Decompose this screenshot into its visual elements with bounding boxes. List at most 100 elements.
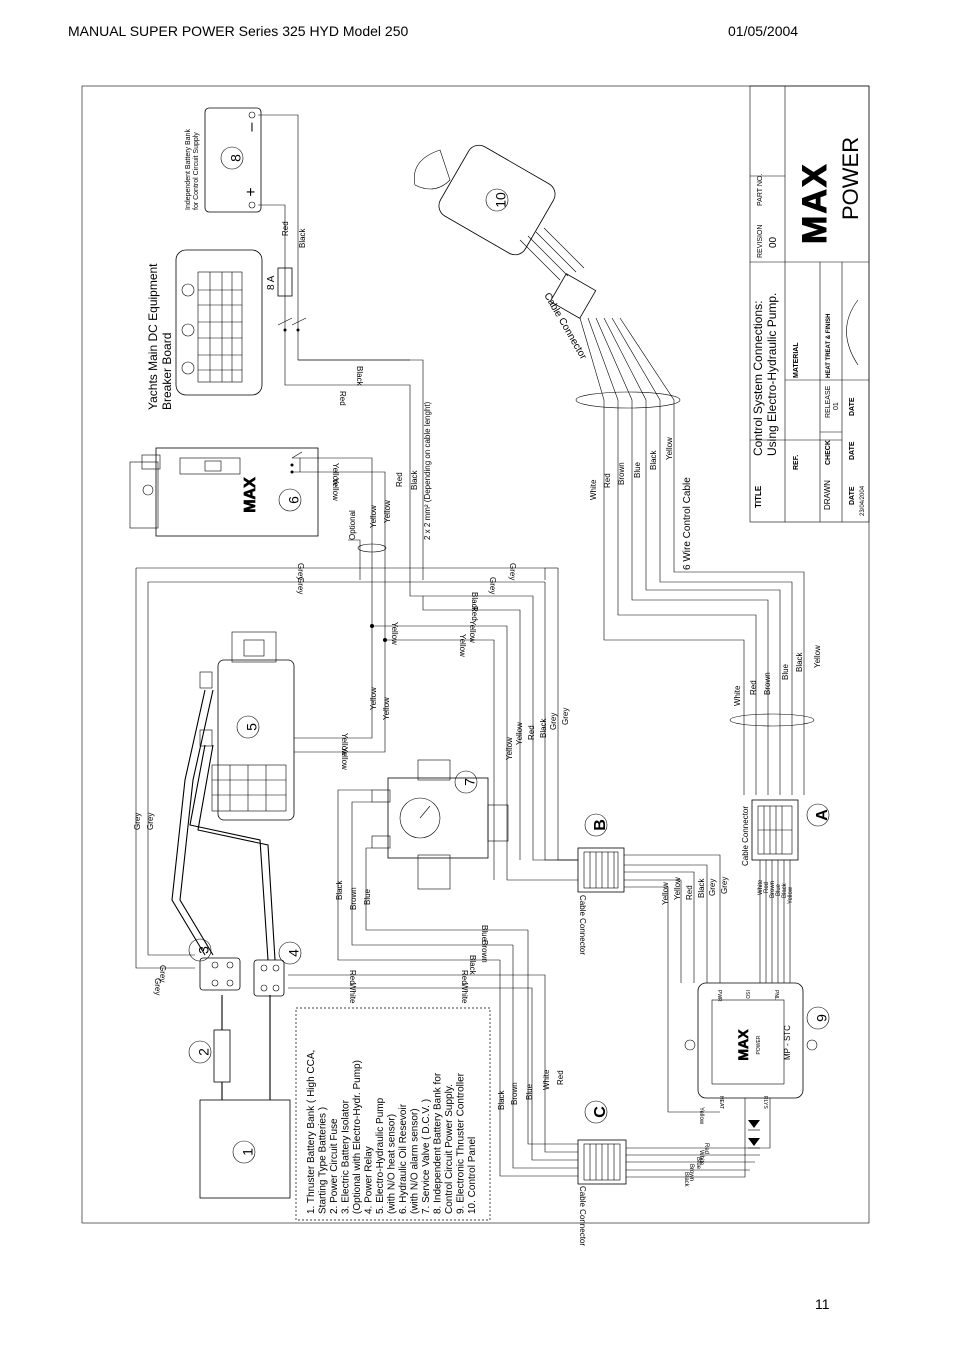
svg-text:Yellow: Yellow [331, 463, 340, 486]
part-no-label: PART NO. [757, 174, 764, 206]
svg-text:Grey: Grey [158, 965, 167, 982]
svg-text:Yellow: Yellow [698, 1107, 704, 1125]
breaker-board: Yachts Main DC Equipment Breaker Board [146, 249, 263, 410]
svg-text:Red: Red [395, 472, 404, 487]
date-label-1: DATE [849, 486, 856, 505]
fuse-8a: 8 A [266, 267, 293, 297]
drawing-frame [81, 85, 870, 1224]
date-label-3: DATE [849, 397, 856, 416]
svg-text:Yellow: Yellow [369, 505, 378, 528]
svg-text:Blue: Blue [776, 883, 782, 896]
svg-text:Grey: Grey [146, 813, 155, 830]
svg-text:Brown: Brown [480, 940, 489, 963]
battery-8: 8 + – Independent Battery Bank for Contr… [185, 107, 262, 213]
svg-text:White: White [542, 1069, 551, 1090]
legend-item: 1. Thruster Battery Bank ( High CCA, [306, 1050, 317, 1214]
svg-text:PNL: PNL [773, 990, 779, 1000]
revision-label: REVISION [757, 225, 764, 258]
svg-text:Red: Red [348, 970, 357, 985]
svg-text:9: 9 [814, 1014, 830, 1022]
svg-text:Breaker Board: Breaker Board [160, 333, 174, 410]
svg-text:2: 2 [196, 1048, 212, 1056]
svg-text:MAX: MAX [735, 1029, 751, 1061]
svg-text:2 x 2 mm² (Depending on cable: 2 x 2 mm² (Depending on cable lenght) [423, 401, 432, 540]
svg-text:10: 10 [493, 192, 509, 208]
svg-text:B: B [592, 819, 609, 831]
legend-item: (Optional with Electro-Hydr. Pump) [352, 1060, 363, 1214]
svg-text:Yellow: Yellow [673, 877, 682, 900]
svg-text:Cable Connector: Cable Connector [578, 895, 587, 955]
svg-text:Red: Red [527, 725, 536, 740]
power-logo-text: POWER [838, 137, 863, 220]
svg-text:Grey: Grey [296, 563, 305, 580]
date-label-2: DATE [849, 441, 856, 460]
legend-item: (with N/O alarm sensor) [410, 1108, 421, 1214]
legend-item: 5. Electro-Hydraulic Pump [375, 1097, 386, 1214]
legend-item: 9. Electronic Thruster Controller [456, 1072, 467, 1214]
svg-text:Blue: Blue [633, 461, 642, 478]
svg-text:Red: Red [685, 885, 694, 900]
svg-text:HEAT: HEAT [718, 1096, 724, 1109]
svg-text:Yellow: Yellow [515, 722, 524, 745]
release-value: 01 [833, 402, 840, 410]
wire-label-red-8: Red [281, 221, 290, 236]
drawn-label: DRAWN [823, 480, 832, 510]
power-relay-4: 4 [253, 941, 302, 997]
six-wire-cable-label: 6 Wire Control Cable [682, 477, 693, 570]
svg-text:Red: Red [603, 473, 612, 488]
legend-box [295, 1007, 491, 1221]
svg-text:Yellow: Yellow [382, 697, 391, 720]
svg-text:PWR: PWR [716, 990, 722, 1002]
service-valve-7: 7 [371, 759, 509, 890]
svg-text:4: 4 [286, 949, 302, 957]
svg-text:Yellow: Yellow [661, 882, 670, 905]
svg-text:Blue: Blue [480, 925, 489, 942]
svg-text:Yellow: Yellow [340, 733, 349, 756]
svg-text:Grey: Grey [153, 978, 162, 995]
svg-text:Red: Red [460, 970, 469, 985]
svg-text:Cable Connector: Cable Connector [741, 806, 750, 866]
release-label: RELEASE [825, 385, 832, 418]
legend-item: 10. Control Panel [467, 1137, 478, 1214]
svg-text:ISO: ISO [744, 990, 750, 999]
svg-text:1: 1 [240, 1148, 256, 1156]
svg-text:Yellow: Yellow [458, 634, 467, 657]
svg-text:Yellow: Yellow [331, 478, 340, 501]
svg-text:Blue: Blue [781, 663, 790, 680]
svg-text:A: A [814, 809, 831, 821]
oil-reservoir-6: 6 MAX [129, 447, 319, 537]
svg-text:Blue: Blue [363, 888, 372, 905]
svg-text:White: White [758, 879, 764, 895]
title-label: TITLE [754, 485, 763, 508]
svg-text:5: 5 [244, 723, 260, 731]
legend-item: 3. Electric Battery Isolator [341, 1099, 352, 1214]
battery-isolator-3: 3 [188, 938, 241, 991]
svg-text:White: White [733, 685, 742, 706]
svg-text:Red: Red [764, 882, 770, 893]
wire-label-black-8: Black [298, 227, 307, 248]
svg-text:Yellow: Yellow [390, 622, 399, 645]
svg-text:C: C [592, 1106, 609, 1118]
svg-text:Yachts Main DC Equipment: Yachts Main DC Equipment [146, 263, 160, 410]
legend-item: (with N/O heat sensor) [387, 1114, 398, 1214]
battery-minus: – [243, 122, 260, 131]
cable-connector-a: A Cable Connector [741, 799, 831, 866]
svg-text:Independent Battery Bank: Independent Battery Bank [185, 129, 192, 210]
revision-value: 00 [768, 236, 779, 248]
svg-text:Black: Black [795, 651, 804, 672]
legend-item: 6. Hydraulic Oil Resevoir [398, 1103, 409, 1214]
svg-text:8: 8 [228, 154, 244, 162]
legend-item: Control Circuit Power Supply. [444, 1084, 455, 1214]
title-block: TITLE Control System Connections: Using … [749, 85, 870, 523]
svg-text:for Control Circuit Supply: for Control Circuit Supply [193, 132, 200, 210]
svg-text:Yellow: Yellow [788, 886, 794, 904]
svg-text:Red: Red [749, 680, 758, 695]
svg-text:White: White [348, 983, 357, 1004]
svg-text:Brown: Brown [763, 672, 772, 695]
svg-text:8 A: 8 A [266, 275, 277, 290]
svg-text:7: 7 [462, 778, 478, 786]
svg-text:Brown: Brown [688, 1164, 694, 1181]
svg-text:Yellow: Yellow [505, 737, 514, 760]
control-panel-10: 10 Cable Connector [413, 144, 597, 362]
